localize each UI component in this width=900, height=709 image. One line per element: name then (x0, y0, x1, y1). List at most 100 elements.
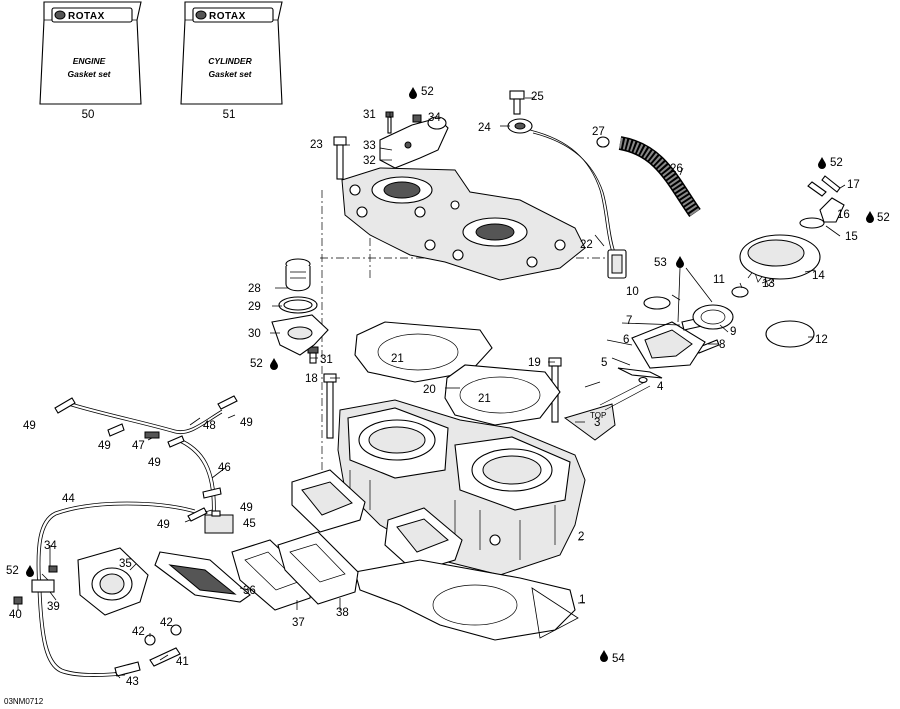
part-number-label: 49 (240, 417, 253, 429)
cylinder-stamp: TOP (590, 411, 606, 420)
part-number-label: 32 (363, 155, 376, 167)
part-number-label: 50 (82, 109, 95, 121)
part-number-label: 39 (47, 601, 60, 613)
part-number-label: 49 (23, 420, 36, 432)
part-number-label: 19 (528, 357, 541, 369)
drawing-reference: 03NM0712 (4, 697, 44, 706)
part-number-label: 52 (830, 157, 843, 169)
leader-lines (17, 97, 846, 679)
part-number-label: 30 (248, 328, 261, 340)
lubricant-drop-icon (409, 87, 417, 99)
thermostat-cover (379, 116, 449, 169)
part-number-label: 26 (670, 163, 683, 175)
part-number-label: 2 (578, 531, 584, 543)
part-number-label: 25 (531, 91, 544, 103)
part-number-label: 7 (626, 315, 632, 327)
carburetor-flange (77, 547, 149, 616)
part-number-label: 42 (132, 626, 145, 638)
part-number-label: 49 (157, 519, 170, 531)
part-number-label: 35 (119, 558, 132, 570)
thermostat (278, 258, 318, 314)
part-number-label: 8 (719, 339, 725, 351)
cylinder-head (341, 167, 586, 281)
hose-clamps (54, 395, 238, 522)
part-number-label: 18 (305, 373, 318, 385)
part-number-label: 15 (845, 231, 858, 243)
part-number-label: 38 (336, 607, 349, 619)
part-number-label: 24 (478, 122, 491, 134)
kit-name-line2: Gasket set (209, 69, 253, 79)
rave-valve-assembly: TOP (563, 197, 845, 441)
knock-sensor (507, 118, 627, 279)
part-number-label: 28 (248, 283, 261, 295)
part-number-label: 49 (240, 502, 253, 514)
engine-gasket-set-kit: ROTAX ENGINE Gasket set (39, 1, 142, 105)
part-labels: 1 2 3 4 5 6 7 8 9 10 11 12 13 14 15 16 1… (6, 86, 890, 688)
lubricant-drop-icon (818, 157, 826, 169)
part-number-label: 54 (612, 653, 625, 665)
part-number-label: 5 (601, 357, 607, 369)
reed-valve (154, 551, 251, 603)
part-number-label: 11 (713, 274, 725, 286)
exhaust-port (384, 507, 463, 573)
lubricant-drop-icon (26, 565, 34, 577)
part-number-label: 42 (160, 617, 173, 629)
kit-name-line1: ENGINE (73, 56, 106, 66)
part-number-label: 23 (310, 139, 323, 151)
head-gasket (444, 364, 561, 426)
lubricant-drop-icon (866, 211, 874, 223)
hose (618, 136, 701, 218)
lubricant-drop-icon (676, 256, 684, 268)
exhaust-port (291, 469, 366, 533)
part-number-label: 49 (98, 440, 111, 452)
part-number-label: 53 (654, 257, 667, 269)
part-number-label: 52 (6, 565, 19, 577)
part-number-label: 37 (292, 617, 305, 629)
part-number-label: 4 (657, 381, 664, 393)
part-number-label: 45 (243, 518, 256, 530)
part-number-label: 52 (421, 86, 434, 98)
kit-name-line2: Gasket set (68, 69, 112, 79)
part-number-label: 1 (579, 594, 585, 606)
part-number-label: 52 (250, 358, 263, 370)
fitting (114, 624, 182, 677)
kit-brand-logo: ROTAX (209, 11, 246, 22)
banjo-fitting (13, 565, 58, 605)
part-number-label: 34 (428, 112, 441, 124)
sealant-drop-icon (600, 650, 608, 662)
part-number-label: 51 (223, 109, 236, 121)
part-number-label: 10 (626, 286, 639, 298)
lubricant-drop-icon (270, 358, 278, 370)
part-number-label: 3 (594, 417, 600, 429)
rotax-logo-icon (54, 10, 66, 20)
oil-line (67, 401, 223, 435)
kit-brand-logo: ROTAX (68, 11, 105, 22)
part-number-label: 47 (132, 440, 145, 452)
part-number-label: 48 (203, 420, 216, 432)
part-number-label: 21 (391, 353, 404, 365)
part-number-label: 29 (248, 301, 261, 313)
rotax-logo-icon (195, 10, 207, 20)
part-number-label: 31 (363, 109, 376, 121)
part-number-label: 33 (363, 140, 376, 152)
part-number-label: 40 (9, 609, 22, 621)
cylinder-block (337, 399, 586, 576)
part-number-label: 9 (730, 326, 736, 338)
intake-gasket (277, 531, 359, 605)
part-number-label: 20 (423, 384, 436, 396)
part-number-label: 6 (623, 334, 629, 346)
kit-name-line1: CYLINDER (208, 56, 252, 66)
part-number-label: 34 (44, 540, 57, 552)
part-number-label: 46 (218, 462, 231, 474)
part-number-label: 49 (148, 457, 161, 469)
part-number-label: 21 (478, 393, 491, 405)
part-number-label: 43 (126, 676, 139, 688)
cylinder-gasket-set-kit: ROTAX CYLINDER Gasket set (180, 1, 283, 105)
part-number-label: 17 (847, 179, 860, 191)
part-number-label: 44 (62, 493, 75, 505)
part-number-label: 52 (877, 212, 890, 224)
part-number-label: 36 (243, 585, 256, 597)
part-number-label: 13 (762, 278, 775, 290)
hose-clamp (596, 136, 610, 148)
